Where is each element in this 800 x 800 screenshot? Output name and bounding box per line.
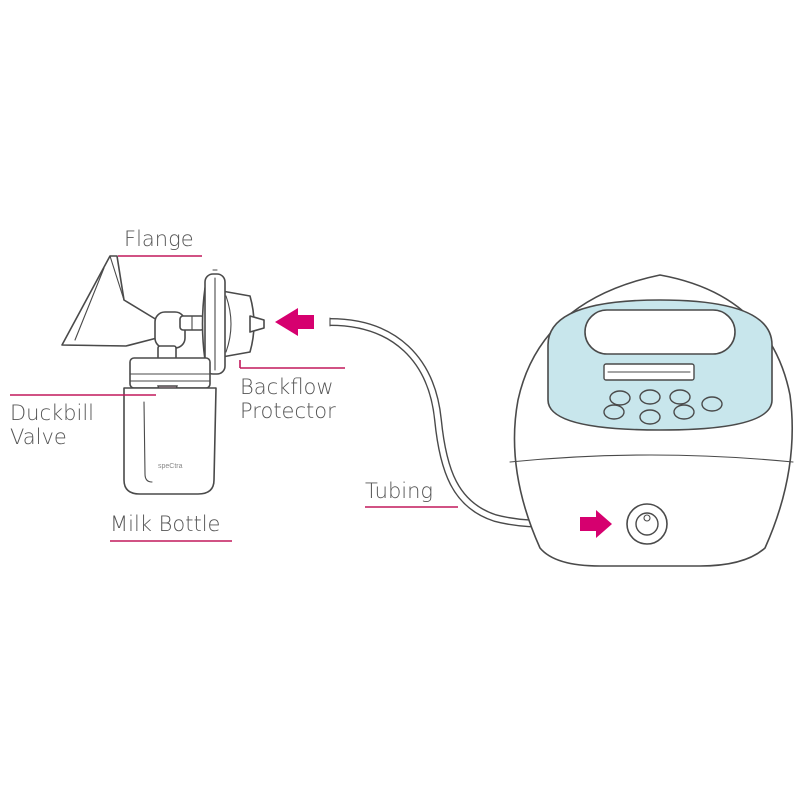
cycle-button[interactable] <box>639 409 661 425</box>
label-tubing: Tubing <box>365 479 458 508</box>
light-button[interactable] <box>701 396 723 412</box>
bottle-brand: speCtra <box>158 463 183 470</box>
milk-bottle: speCtra <box>123 387 217 495</box>
label-flange: Flange <box>118 227 202 257</box>
connector <box>154 311 205 361</box>
flange <box>61 255 158 347</box>
pump-kit: speCtra <box>61 255 265 495</box>
tubing-label: Tubing <box>365 479 433 503</box>
label-milk-bottle: Milk Bottle <box>110 512 232 542</box>
left-arrow-icon <box>275 308 314 336</box>
control-buttons <box>603 389 723 425</box>
flange-label: Flange <box>124 227 194 251</box>
backflow-label-line1: Backflow <box>240 375 334 399</box>
duckbill-label-line1: Duckbill <box>10 401 94 425</box>
level-up-button[interactable] <box>669 389 691 405</box>
pump-motor-unit <box>509 274 794 567</box>
right-arrow-icon <box>580 510 612 538</box>
bottle-collar <box>129 357 211 389</box>
backflow-protector <box>201 269 265 375</box>
duckbill-label-line2: Valve <box>10 425 67 449</box>
tubing-port[interactable] <box>626 503 668 545</box>
power-button[interactable] <box>609 390 631 406</box>
level-down-button[interactable] <box>673 404 695 420</box>
milk-bottle-label: Milk Bottle <box>110 512 220 536</box>
label-duckbill-valve: Duckbill Valve <box>10 394 156 449</box>
mode-button[interactable] <box>639 389 661 405</box>
timer-button[interactable] <box>603 404 625 420</box>
label-backflow-protector: Backflow Protector <box>239 360 345 423</box>
backflow-label-line2: Protector <box>240 399 336 423</box>
handle-opening <box>584 309 736 355</box>
